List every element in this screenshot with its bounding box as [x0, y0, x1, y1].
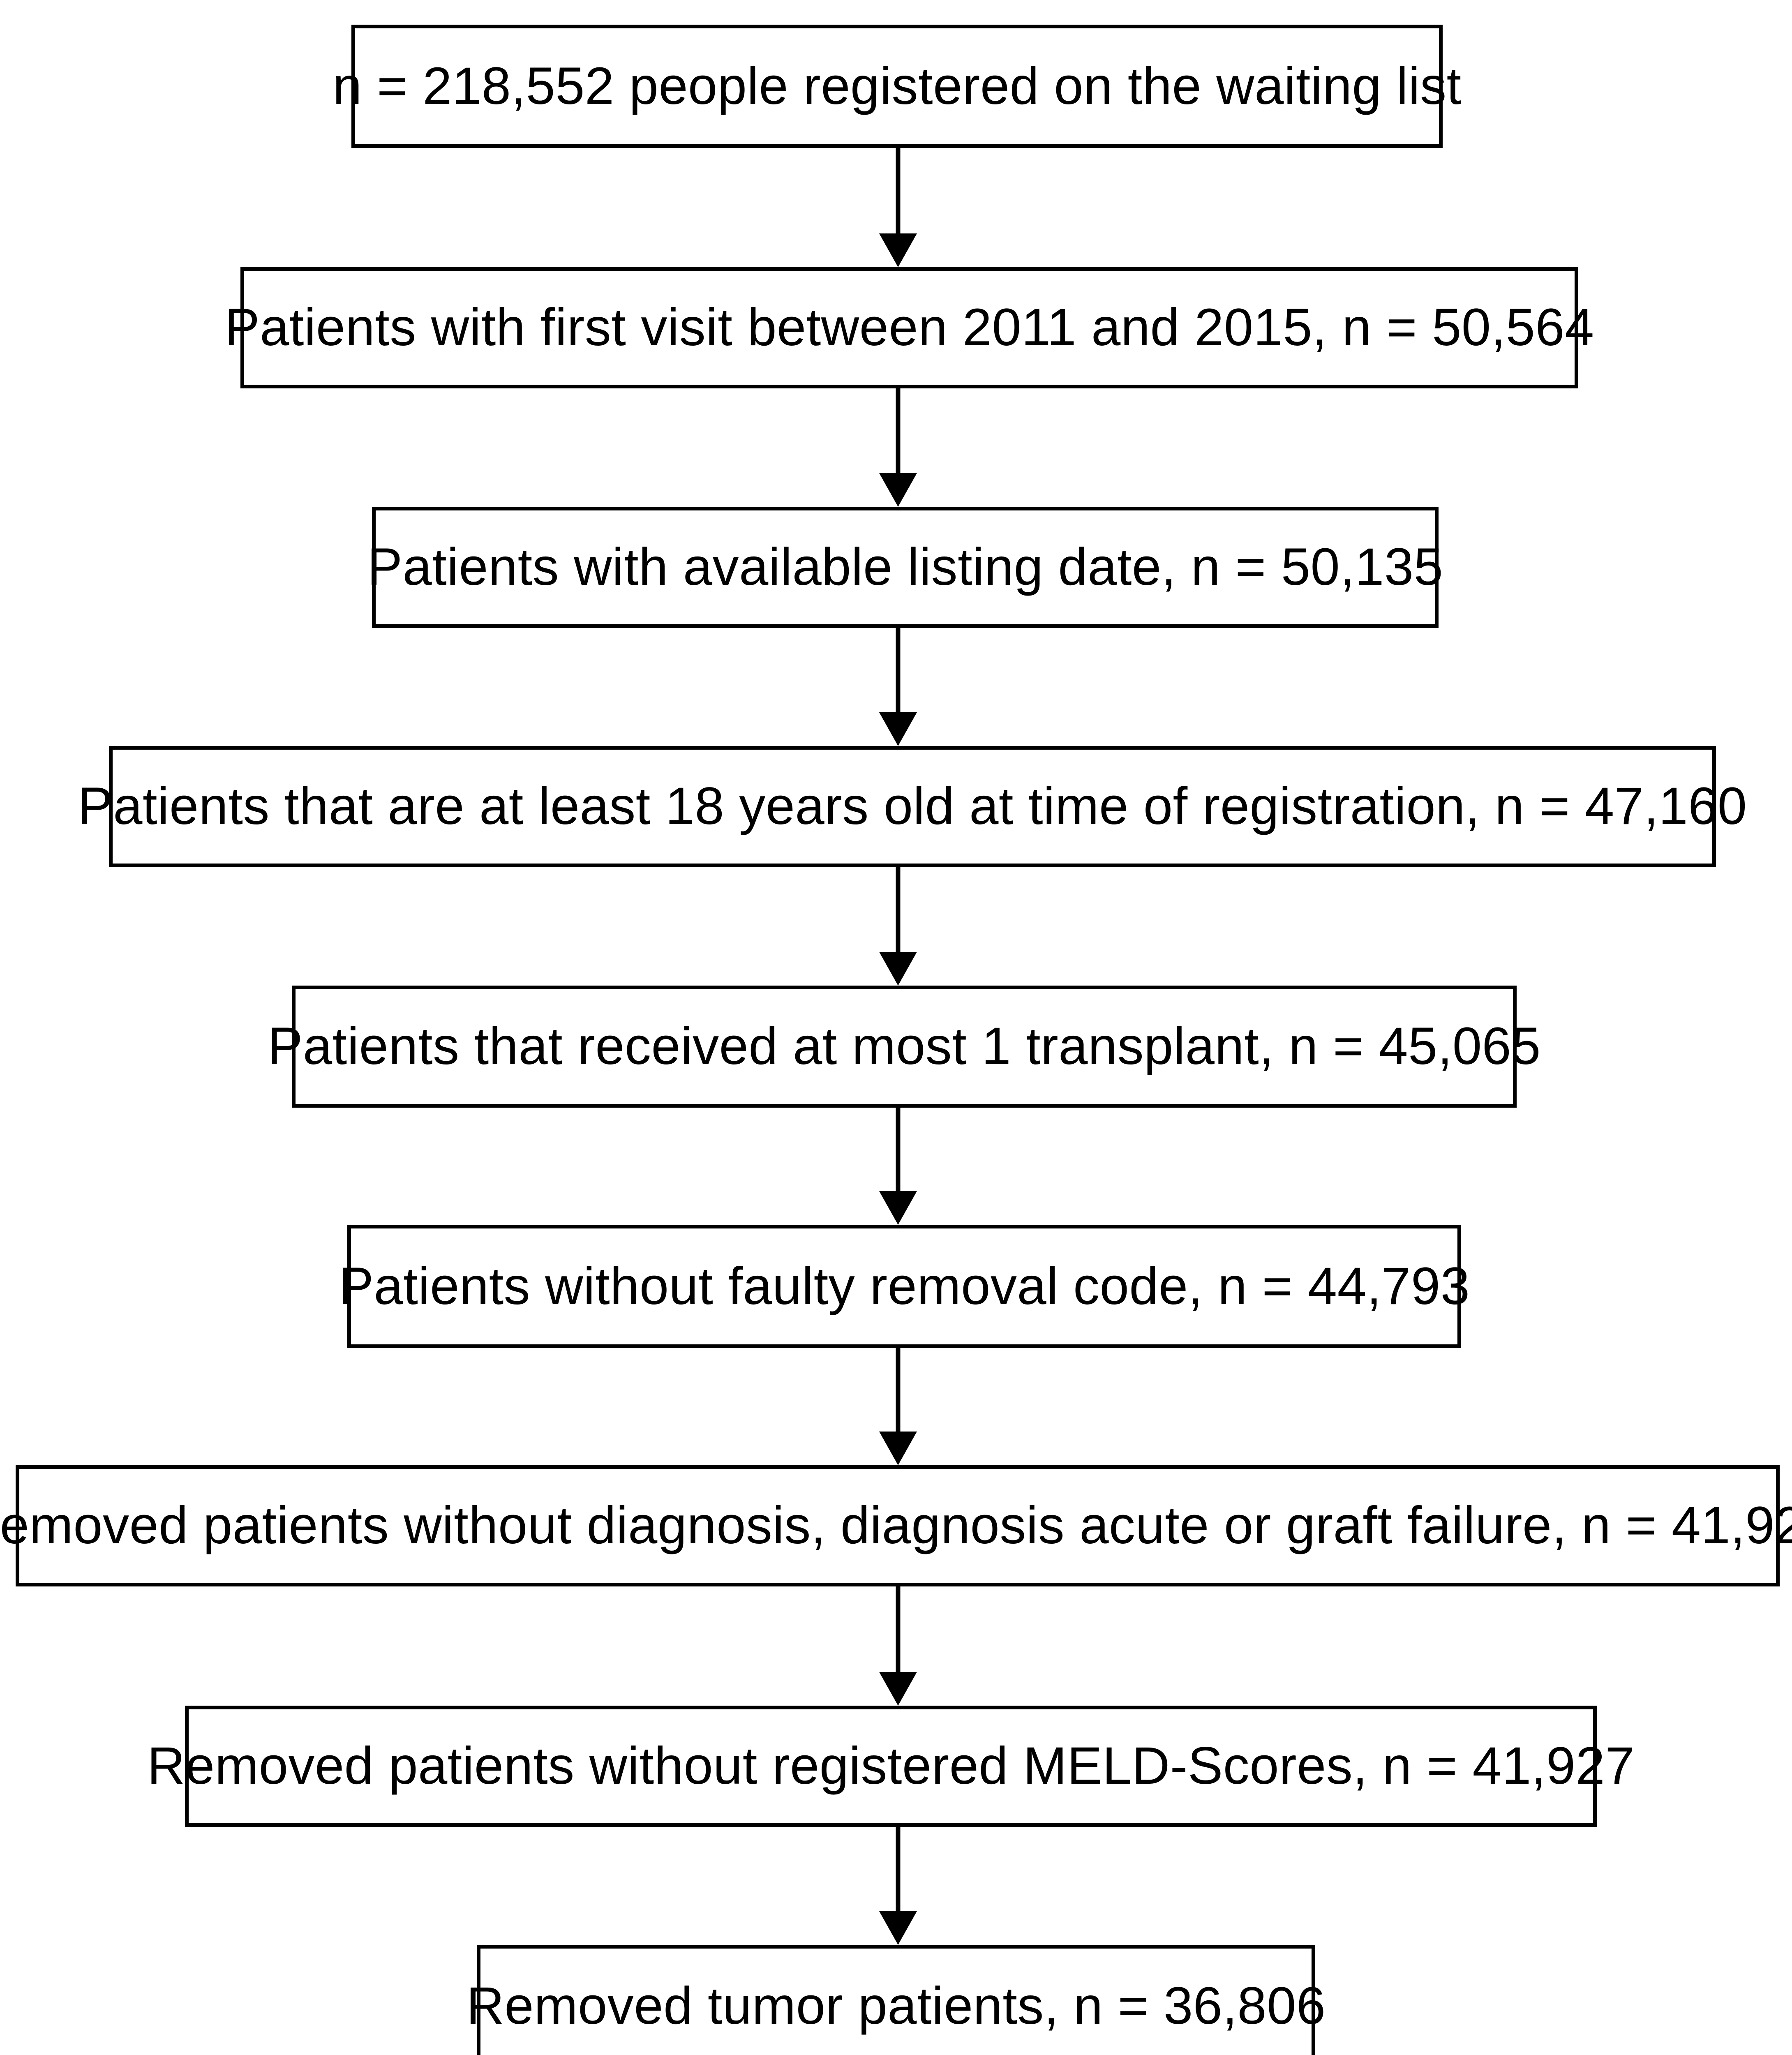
- flow-node-5-label: Patients that received at most 1 transpl…: [268, 1017, 1541, 1076]
- flow-node-8-label: Removed patients without registered MELD…: [147, 1736, 1635, 1796]
- down-arrow-icon: [865, 1348, 931, 1465]
- flow-node-4-label: Patients that are at least 18 years old …: [78, 777, 1747, 836]
- flow-node-3: Patients with available listing date, n …: [367, 507, 1443, 628]
- down-arrow-icon: [865, 867, 931, 986]
- down-arrow-icon: [865, 1827, 931, 1945]
- flow-node-9-label: Removed tumor patients, n = 36,806: [466, 1976, 1326, 2035]
- flow-node-6-label: Patients without faulty removal code, n …: [338, 1256, 1470, 1316]
- flow-node-2-label: Patients with first visit between 2011 a…: [224, 298, 1594, 357]
- flow-node-1: n = 218,552 people registered on the wai…: [333, 25, 1461, 148]
- down-arrow-icon: [865, 388, 931, 507]
- down-arrow-icon: [865, 1586, 931, 1706]
- down-arrow-icon: [865, 628, 931, 746]
- flow-node-4: Patients that are at least 18 years old …: [78, 746, 1747, 867]
- flow-node-6: Patients without faulty removal code, n …: [339, 1225, 1470, 1348]
- flow-node-8: Removed patients without registered MELD…: [147, 1706, 1634, 1827]
- flow-node-3-label: Patients with available listing date, n …: [367, 538, 1443, 597]
- flow-node-7-label: Removed patients without diagnosis, diag…: [0, 1496, 1792, 1555]
- down-arrow-icon: [865, 1108, 931, 1225]
- flow-node-1-label: n = 218,552 people registered on the wai…: [333, 56, 1462, 115]
- flow-node-2: Patients with first visit between 2011 a…: [224, 267, 1594, 388]
- flow-node-5: Patients that received at most 1 transpl…: [268, 986, 1540, 1108]
- down-arrow-icon: [865, 148, 931, 267]
- flow-node-7: Removed patients without diagnosis, diag…: [0, 1465, 1792, 1586]
- flow-node-9: Removed tumor patients, n = 36,806: [466, 1945, 1326, 2055]
